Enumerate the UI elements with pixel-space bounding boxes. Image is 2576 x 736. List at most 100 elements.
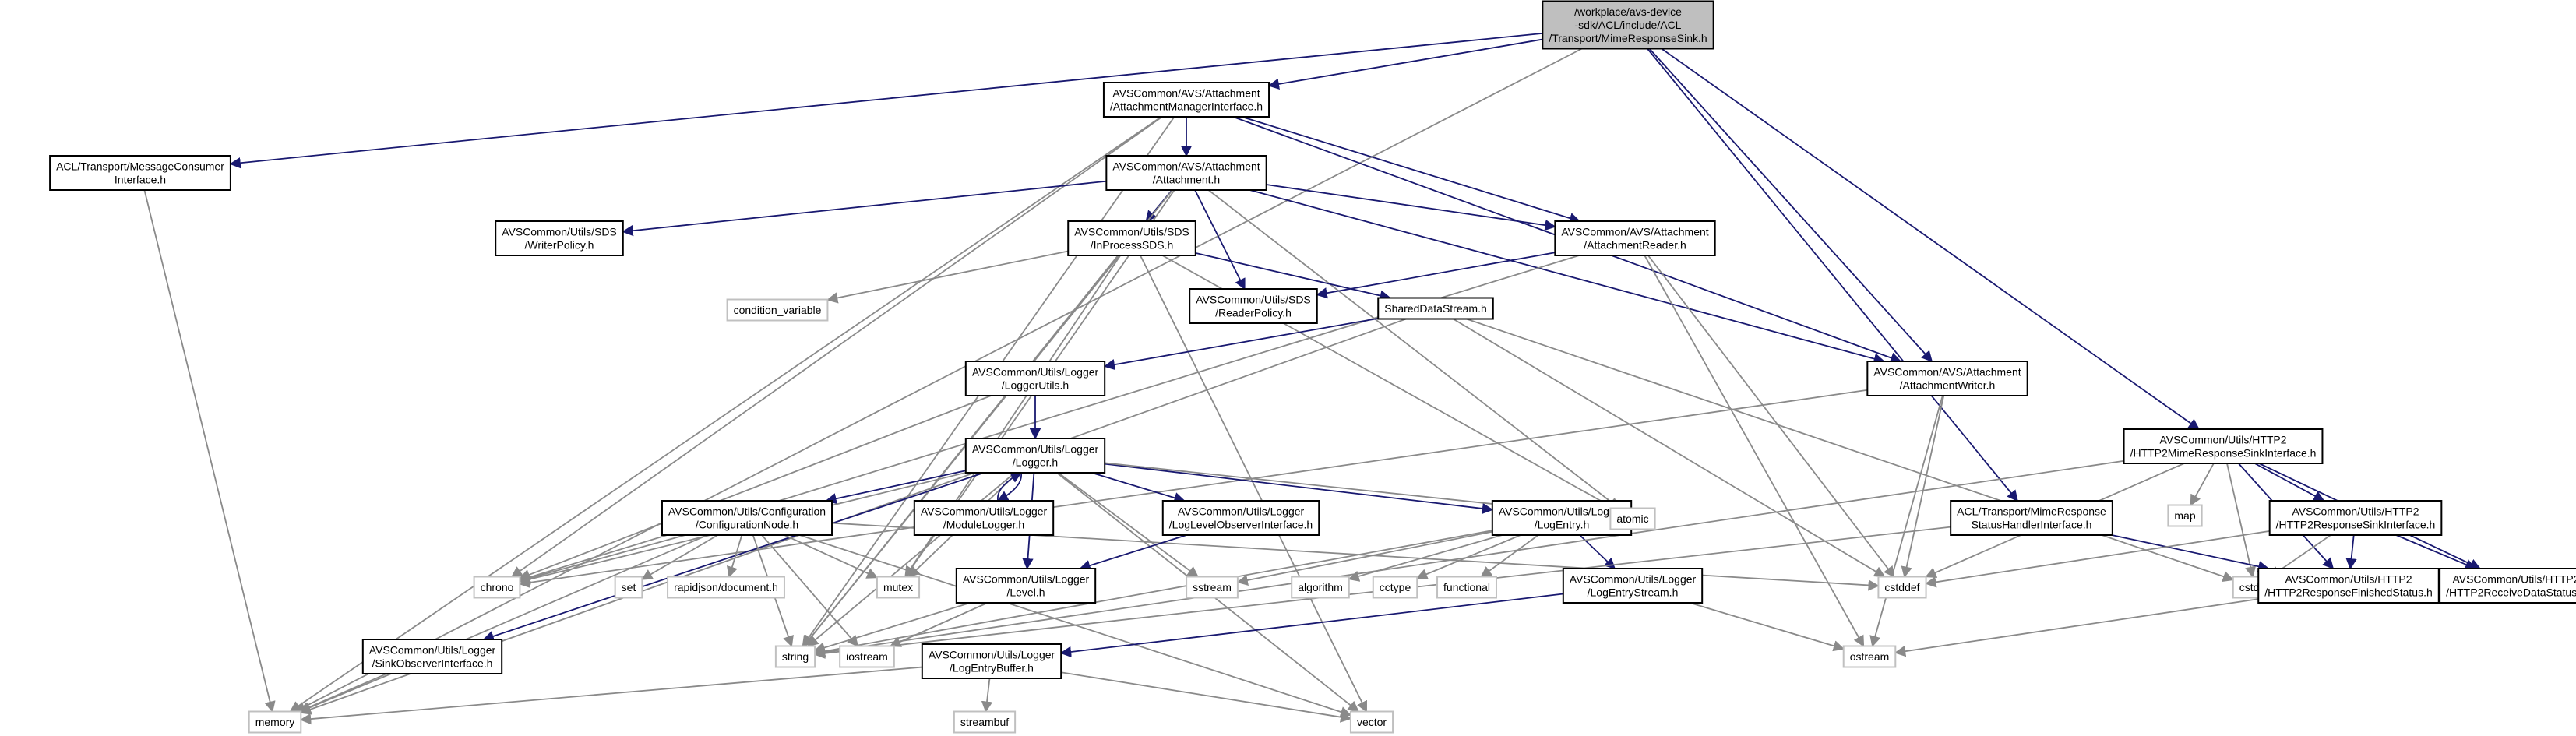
edge-logger-to-loglevelobs <box>1091 472 1186 504</box>
node-awriter[interactable]: AVSCommon/AVS/Attachment/AttachmentWrite… <box>1866 361 2028 396</box>
node-h2rsi[interactable]: AVSCommon/Utils/HTTP2/HTTP2ResponseSinkI… <box>2268 500 2443 536</box>
edge-h2rfs-to-ostream <box>1894 598 2259 657</box>
edge-awriter-to-chrono <box>518 389 1868 589</box>
node-modlogger[interactable]: AVSCommon/Utils/Logger/ModuleLogger.h <box>913 500 1055 536</box>
edge-inproc-to-condvar <box>826 250 1069 304</box>
node-functional: functional <box>1436 576 1497 599</box>
node-h2mrsi[interactable]: AVSCommon/Utils/HTTP2/HTTP2MimeResponseS… <box>2123 428 2324 464</box>
node-label: /HTTP2MimeResponseSinkInterface.h <box>2130 447 2317 460</box>
node-label: ACL/Transport/MimeResponse <box>1957 505 2106 518</box>
node-label: AVSCommon/Utils/Logger <box>963 573 1090 586</box>
node-condvar: condition_variable <box>726 298 829 322</box>
edge-logentry-to-cctype <box>1415 534 1521 579</box>
edge-h2rsi-to-h2rds <box>2395 534 2477 570</box>
edge-root-to-awriter <box>1648 48 1933 363</box>
node-label: AVSCommon/Utils/Logger <box>972 366 1099 379</box>
node-loglevelobs[interactable]: AVSCommon/Utils/Logger/LogLevelObserverI… <box>1161 500 1320 536</box>
node-level[interactable]: AVSCommon/Utils/Logger/Level.h <box>955 568 1097 604</box>
node-logger[interactable]: AVSCommon/Utils/Logger/Logger.h <box>964 438 1106 474</box>
node-label: AVSCommon/AVS/Attachment <box>1561 226 1708 238</box>
edge-logger-to-sinkobs <box>482 472 985 642</box>
node-label: AVSCommon/Utils/Logger <box>1499 505 1626 518</box>
node-label: algorithm <box>1298 581 1343 593</box>
edge-logentry-to-string <box>813 530 1492 657</box>
node-writerpolicy[interactable]: AVSCommon/Utils/SDS/WriterPolicy.h <box>495 220 624 256</box>
header-nodes: /workplace/avs-device-sdk/ACL/include/AC… <box>49 0 2576 734</box>
node-label: /HTTP2ReceiveDataStatus.h <box>2446 586 2576 599</box>
node-logentry[interactable]: AVSCommon/Utils/Logger/LogEntry.h <box>1491 500 1633 536</box>
edge-inproc-to-string <box>802 255 1119 647</box>
node-label: /Transport/MimeResponseSink.h <box>1549 32 1707 44</box>
edge-logger-to-confnode <box>825 470 967 505</box>
dependency-edges <box>143 33 2482 725</box>
edge-amif-to-areader <box>1241 116 1581 224</box>
node-label: vector <box>1357 716 1387 728</box>
node-inproc[interactable]: AVSCommon/Utils/SDS/InProcessSDS.h <box>1067 220 1196 256</box>
edge-inproc-to-sds <box>1195 252 1391 301</box>
edge-areader-to-ostream <box>1644 255 1865 647</box>
node-rapidjson: rapidjson/document.h <box>667 576 785 599</box>
node-label: /WriterPolicy.h <box>525 239 594 252</box>
node-label: iostream <box>846 650 888 663</box>
edge-att-to-writerpolicy <box>622 180 1107 237</box>
node-amif[interactable]: AVSCommon/AVS/Attachment/AttachmentManag… <box>1102 82 1270 118</box>
node-label: mutex <box>883 581 913 593</box>
node-att[interactable]: AVSCommon/AVS/Attachment/Attachment.h <box>1105 155 1267 191</box>
edge-level-to-string <box>813 602 971 653</box>
edge-root-to-memory <box>294 48 1583 713</box>
edge-confnode-to-rapidjson <box>726 534 743 578</box>
node-label: /Attachment.h <box>1153 174 1220 186</box>
node-label: StatusHandlerInterface.h <box>1972 519 2092 531</box>
node-label: AVSCommon/Utils/Configuration <box>668 505 826 518</box>
node-label: AVSCommon/Utils/SDS <box>1074 226 1189 238</box>
node-label: /LogEntryStream.h <box>1588 586 1679 599</box>
node-label: AVSCommon/AVS/Attachment <box>1873 366 2021 379</box>
edge-logentrystream-to-logentrybuf <box>1059 593 1563 658</box>
edge-sds-to-cstddef <box>1453 318 1886 578</box>
edge-sds-to-loggerutils <box>1103 318 1379 371</box>
node-sds[interactable]: SharedDataStream.h <box>1377 297 1494 320</box>
edge-areader-to-readerpolicy <box>1316 252 1556 299</box>
node-confnode[interactable]: AVSCommon/Utils/Configuration/Configurat… <box>661 500 833 536</box>
edge-logentrystream-to-ostream <box>1690 602 1845 652</box>
node-label: ostream <box>1850 650 1890 663</box>
node-label: rapidjson/document.h <box>674 581 778 593</box>
edge-amif-to-memory <box>289 116 1162 713</box>
node-label: AVSCommon/Utils/HTTP2 <box>2292 505 2419 518</box>
node-logentrybuf[interactable]: AVSCommon/Utils/Logger/LogEntryBuffer.h <box>921 643 1062 679</box>
node-label: chrono <box>481 581 514 593</box>
edge-inproc-to-vector <box>1140 255 1368 713</box>
node-label: /InProcessSDS.h <box>1091 239 1174 252</box>
edge-amif-to-chrono <box>510 116 1163 578</box>
node-sinkobs[interactable]: AVSCommon/Utils/Logger/SinkObserverInter… <box>361 639 503 674</box>
node-label: /ReaderPolicy.h <box>1215 307 1292 319</box>
node-h2rfs[interactable]: AVSCommon/Utils/HTTP2/HTTP2ResponseFinis… <box>2257 568 2440 604</box>
node-readerpolicy[interactable]: AVSCommon/Utils/SDS/ReaderPolicy.h <box>1189 288 1318 324</box>
node-logentrystream[interactable]: AVSCommon/Utils/Logger/LogEntryStream.h <box>1562 568 1704 604</box>
edge-confnode-to-set <box>641 534 718 580</box>
edge-confnode-to-iostream <box>761 534 859 647</box>
edge-logentry-to-functional <box>1480 534 1539 578</box>
node-sstream: sstream <box>1186 576 1239 599</box>
edge-logentrybuf-to-memory <box>299 666 922 725</box>
node-chrono: chrono <box>473 576 521 599</box>
edge-logentry-to-sstream <box>1236 530 1492 586</box>
node-h2rds[interactable]: AVSCommon/Utils/HTTP2/HTTP2ReceiveDataSt… <box>2439 568 2576 604</box>
node-label: /HTTP2ResponseFinishedStatus.h <box>2264 586 2433 599</box>
node-aclmrsh[interactable]: ACL/Transport/MimeResponseStatusHandlerI… <box>1950 500 2113 536</box>
edge-logger-to-sstream <box>1058 472 1200 578</box>
node-areader[interactable]: AVSCommon/AVS/Attachment/AttachmentReade… <box>1554 220 1716 256</box>
edge-logentry-to-algorithm <box>1348 534 1503 582</box>
edge-loggerutils-to-chrono <box>519 395 992 580</box>
node-label: Interface.h <box>115 174 166 186</box>
node-root[interactable]: /workplace/avs-device-sdk/ACL/include/AC… <box>1542 0 1714 50</box>
node-label: AVSCommon/Utils/Logger <box>369 644 496 657</box>
node-loggerutils[interactable]: AVSCommon/Utils/Logger/LoggerUtils.h <box>964 361 1106 396</box>
edge-logentrybuf-to-streambuf <box>981 678 993 713</box>
edge-att-to-atomic <box>1207 189 1620 509</box>
node-label: AVSCommon/AVS/Attachment <box>1112 160 1260 173</box>
node-label: AVSCommon/AVS/Attachment <box>1112 87 1260 100</box>
node-vector: vector <box>1349 710 1394 734</box>
